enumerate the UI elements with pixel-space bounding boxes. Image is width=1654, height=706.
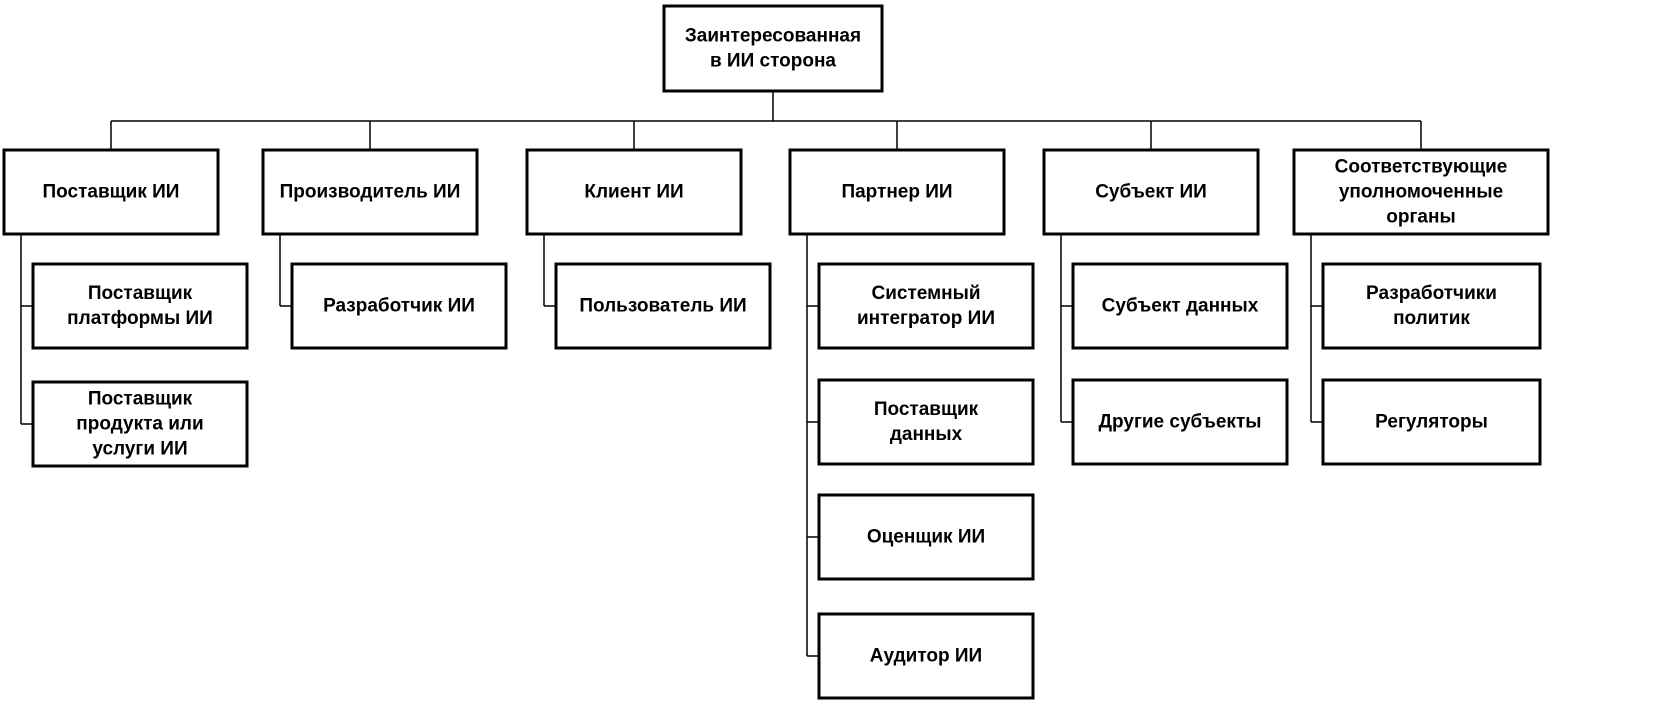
node-authorities: Соответствующие уполномоченные органы (1292, 148, 1550, 236)
node-label: Регуляторы (1375, 412, 1488, 433)
node-label: платформы ИИ (67, 308, 213, 329)
node-developer: Разработчик ИИ (290, 262, 508, 350)
connector-lines (20, 91, 1422, 657)
node-label: Соответствующие (1335, 157, 1508, 178)
node-box (2, 148, 220, 236)
node-system-integrator: Системный интегратор ИИ (817, 262, 1035, 350)
node-evaluator: Оценщик ИИ (817, 493, 1035, 581)
node-label: продукта или (76, 414, 203, 435)
node-label: Поставщик (88, 389, 193, 410)
node-box (817, 262, 1035, 350)
node-label: политик (1393, 308, 1470, 329)
node-regulators: Регуляторы (1321, 378, 1542, 466)
node-other-subjects: Другие субъекты (1071, 378, 1289, 466)
node-label: Поставщик ИИ (43, 182, 180, 203)
node-box (31, 262, 249, 350)
node-label: органы (1386, 207, 1455, 228)
node-provider: Поставщик ИИ (2, 148, 220, 236)
node-label: Партнер ИИ (841, 182, 952, 203)
node-data-subject: Субъект данных (1071, 262, 1289, 350)
node-label: Производитель ИИ (280, 182, 461, 203)
node-producer: Производитель ИИ (261, 148, 479, 236)
node-box (261, 148, 479, 236)
node-box (1071, 262, 1289, 350)
node-label: Субъект ИИ (1095, 182, 1207, 203)
node-label: в ИИ сторона (710, 51, 836, 72)
node-label: Заинтересованная (685, 26, 861, 47)
node-label: уполномоченные (1339, 182, 1503, 203)
node-box (525, 148, 743, 236)
node-label: Другие субъекты (1099, 412, 1262, 433)
node-label: данных (890, 424, 963, 445)
node-box (290, 262, 508, 350)
node-customer: Клиент ИИ (525, 148, 743, 236)
node-box (1042, 148, 1260, 236)
node-box (817, 493, 1035, 581)
node-root: Заинтересованная в ИИ сторона (662, 4, 884, 93)
node-label: Поставщик (88, 283, 193, 304)
node-label: услуги ИИ (92, 439, 187, 460)
node-box (788, 148, 1006, 236)
node-box (817, 612, 1035, 700)
node-box (817, 378, 1035, 466)
node-data-provider: Поставщик данных (817, 378, 1035, 466)
node-policy-makers: Разработчики политик (1321, 262, 1542, 350)
node-subject: Субъект ИИ (1042, 148, 1260, 236)
node-label: Поставщик (874, 399, 979, 420)
node-box (1321, 378, 1542, 466)
node-box (1071, 378, 1289, 466)
node-label: Оценщик ИИ (867, 527, 985, 548)
node-label: Системный (871, 283, 980, 304)
node-box (554, 262, 772, 350)
node-box (1321, 262, 1542, 350)
node-label: Разработчик ИИ (323, 296, 475, 317)
node-label: Клиент ИИ (584, 182, 683, 203)
node-product-provider: Поставщик продукта или услуги ИИ (31, 380, 249, 468)
node-partner: Партнер ИИ (788, 148, 1006, 236)
node-box (1292, 148, 1550, 236)
node-box (662, 4, 884, 93)
node-label: Разработчики (1366, 283, 1497, 304)
node-auditor: Аудитор ИИ (817, 612, 1035, 700)
node-label: Пользователь ИИ (579, 296, 746, 317)
node-label: Аудитор ИИ (870, 646, 982, 667)
node-user: Пользователь ИИ (554, 262, 772, 350)
node-label: Субъект данных (1102, 296, 1259, 317)
node-platform-provider: Поставщик платформы ИИ (31, 262, 249, 350)
node-box (31, 380, 249, 468)
node-label: интегратор ИИ (857, 308, 995, 329)
